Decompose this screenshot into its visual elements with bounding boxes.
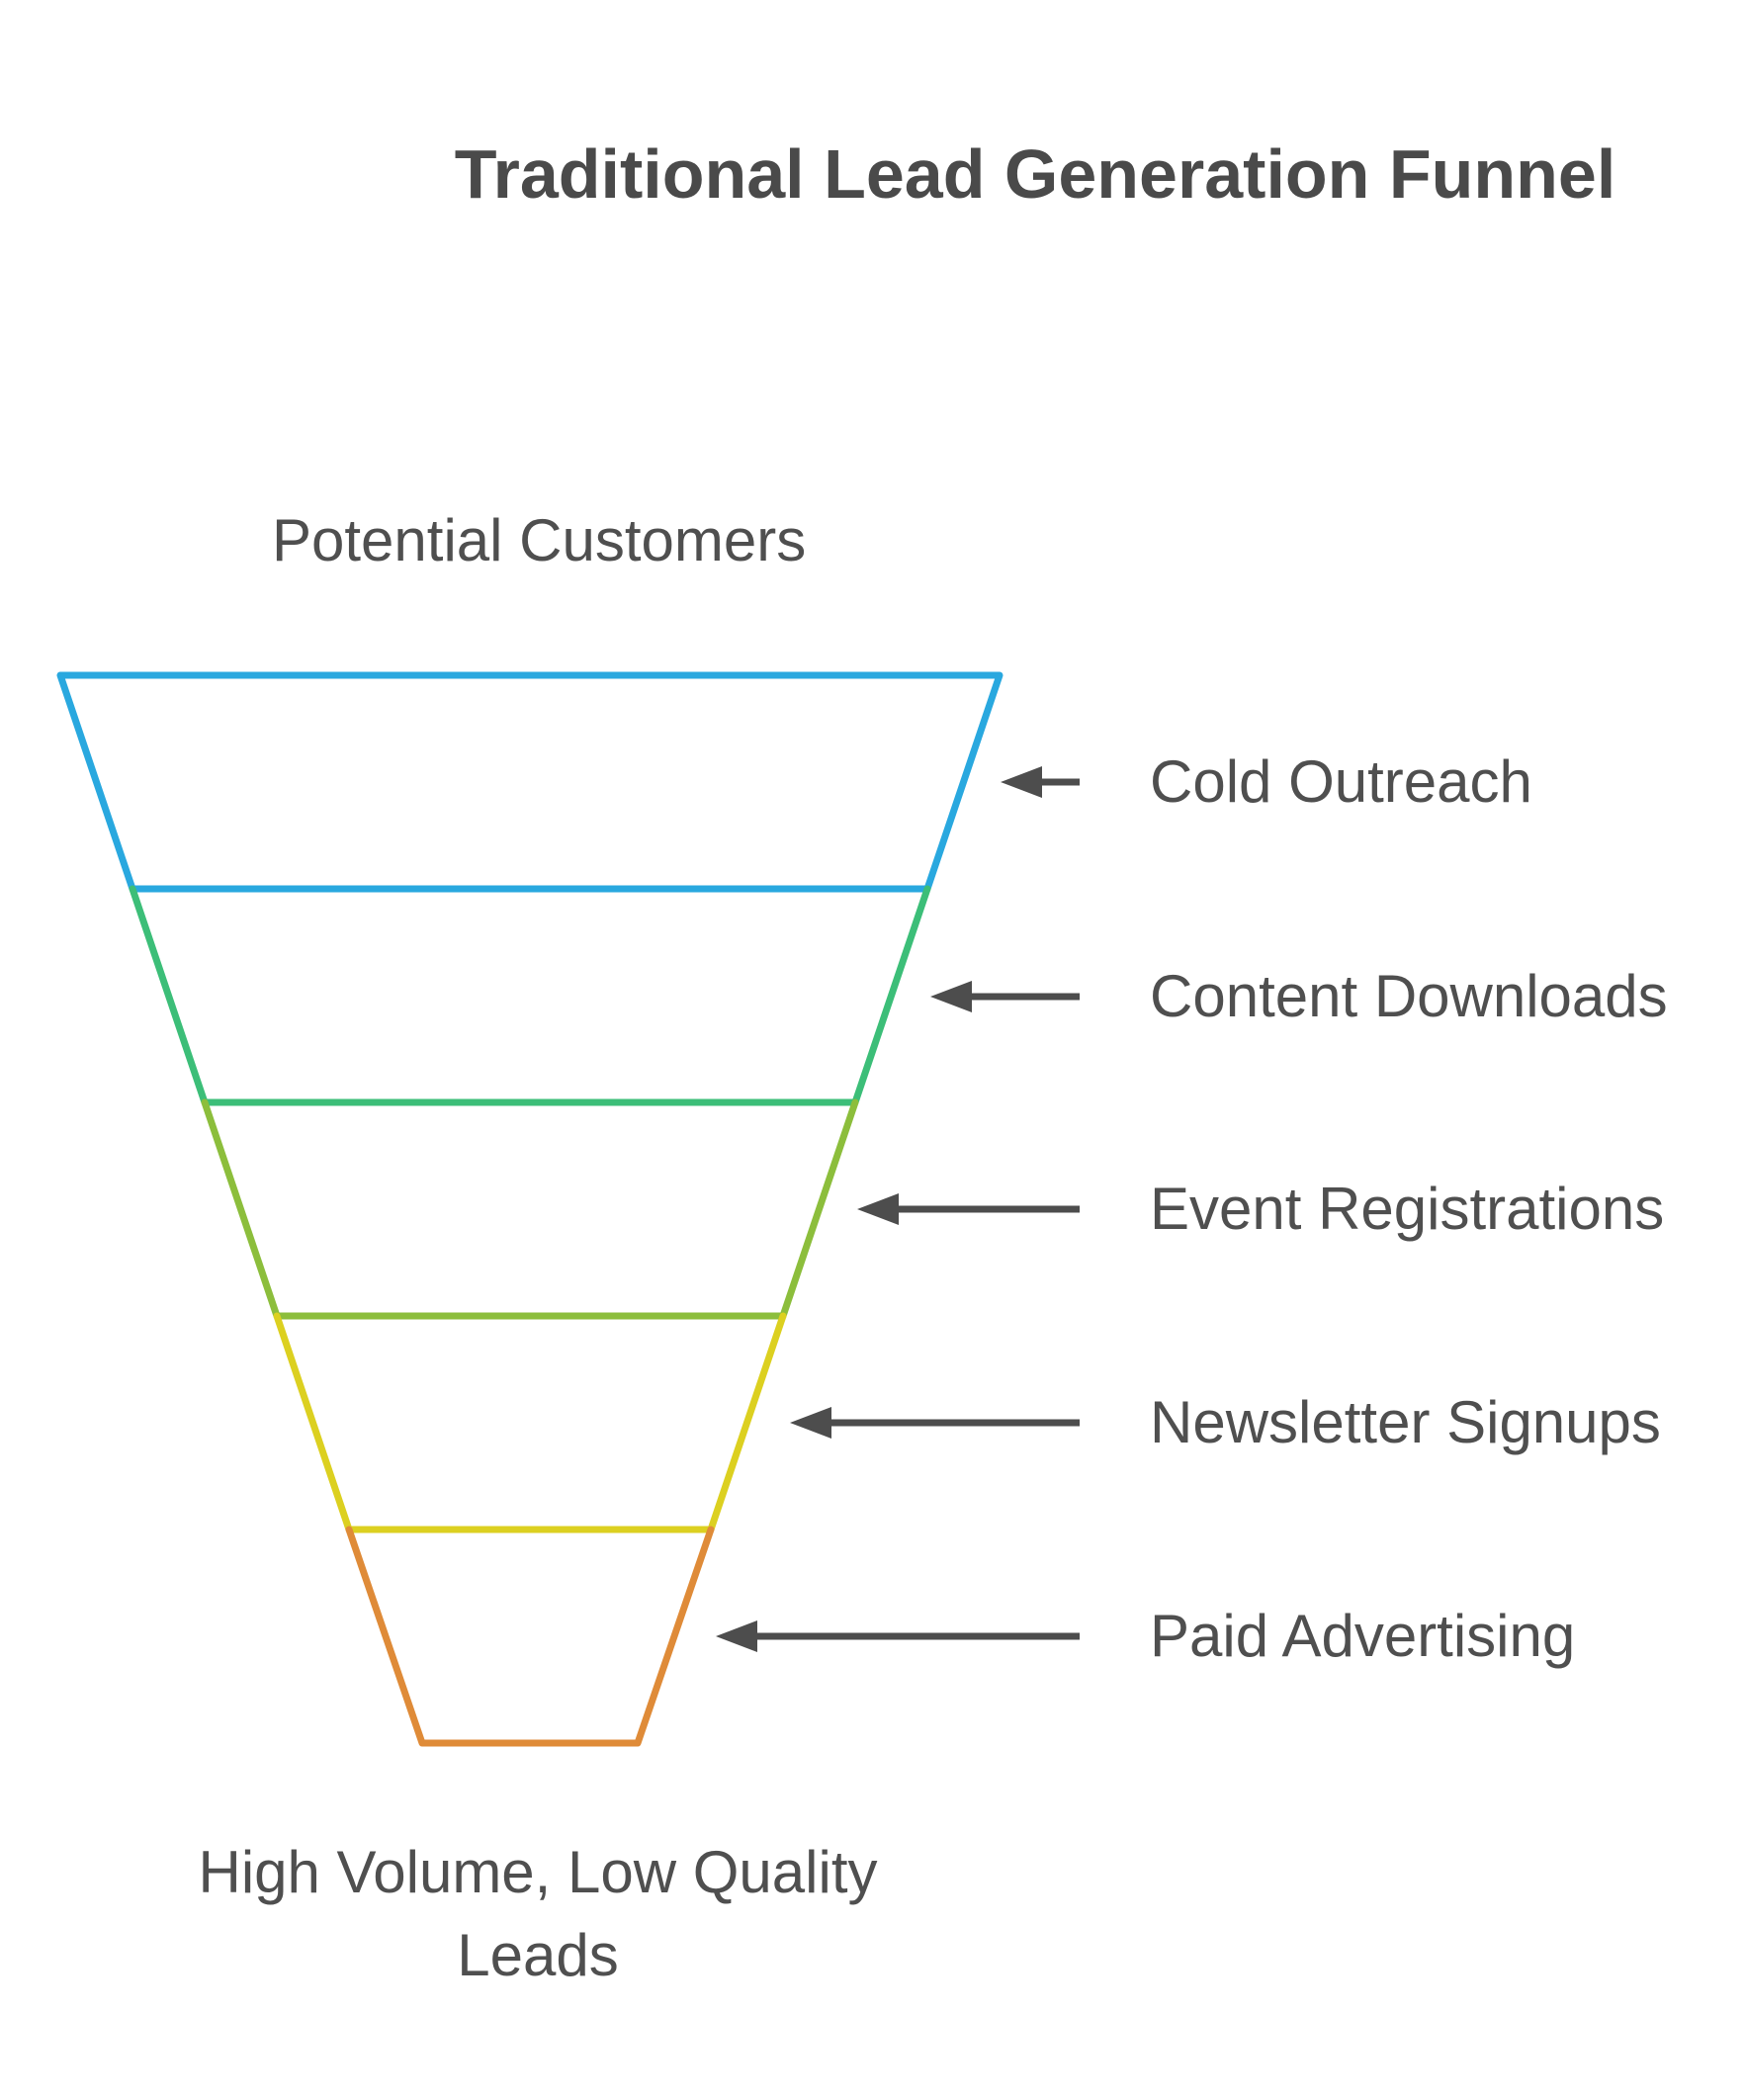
stage-label-event-registrations: Event Registrations	[1150, 1176, 1665, 1242]
page-title: Traditional Lead Generation Funnel	[454, 135, 1616, 213]
funnel-segment-paid-advertising	[345, 1526, 715, 1747]
funnel-segment-content-downloads	[129, 885, 931, 1106]
funnel-top-label: Potential Customers	[272, 507, 807, 573]
left-arrow-head-icon	[716, 1620, 757, 1652]
stage-label-content-downloads: Content Downloads	[1150, 963, 1668, 1029]
stage-label-cold-outreach: Cold Outreach	[1150, 748, 1532, 815]
stage-label-newsletter-signups: Newsletter Signups	[1150, 1389, 1661, 1455]
stage-arrow-paid-advertising	[716, 1620, 1080, 1652]
funnel-segment-newsletter-signups	[273, 1312, 787, 1533]
funnel-bottom-label: High Volume, Low Quality Leads	[142, 1831, 933, 1997]
left-arrow-head-icon	[790, 1407, 831, 1439]
funnel-bottom-label-line2: Leads	[457, 1922, 619, 1988]
funnel-bottom-label-line1: High Volume, Low Quality	[198, 1839, 878, 1905]
stage-label-paid-advertising: Paid Advertising	[1150, 1603, 1576, 1669]
left-arrow-head-icon	[1001, 766, 1042, 798]
left-arrow-head-icon	[857, 1193, 899, 1225]
funnel-segment-event-registrations	[201, 1098, 859, 1320]
stage-arrow-event-registrations	[857, 1193, 1080, 1225]
stage-arrow-content-downloads	[930, 981, 1080, 1012]
funnel-segment-cold-outreach	[56, 671, 1003, 893]
left-arrow-head-icon	[930, 981, 972, 1012]
stage-arrow-newsletter-signups	[790, 1407, 1080, 1439]
stage-arrow-cold-outreach	[1001, 766, 1080, 798]
